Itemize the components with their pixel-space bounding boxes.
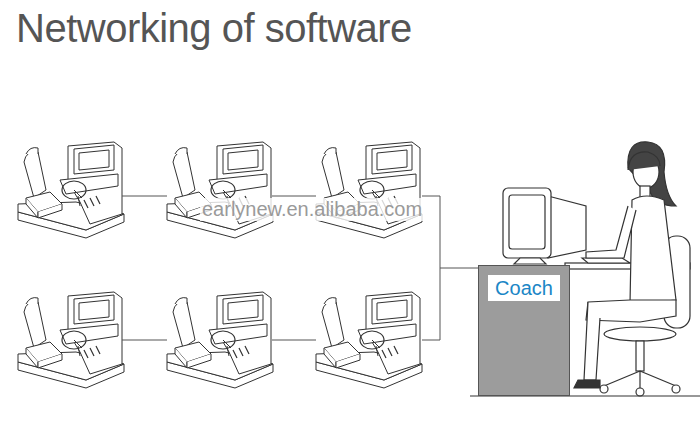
- watermark: earlynew.en.alibaba.com: [200, 198, 424, 221]
- desk-box: Coach: [478, 265, 570, 396]
- desk-label: Coach: [488, 275, 560, 301]
- diagram-title: Networking of software: [16, 6, 412, 51]
- network-wire: [122, 196, 478, 340]
- simulator-row-2: [18, 292, 422, 388]
- coach-figure: [574, 142, 676, 388]
- computer-monitor: [503, 188, 586, 264]
- simulator-row-1: [18, 142, 422, 238]
